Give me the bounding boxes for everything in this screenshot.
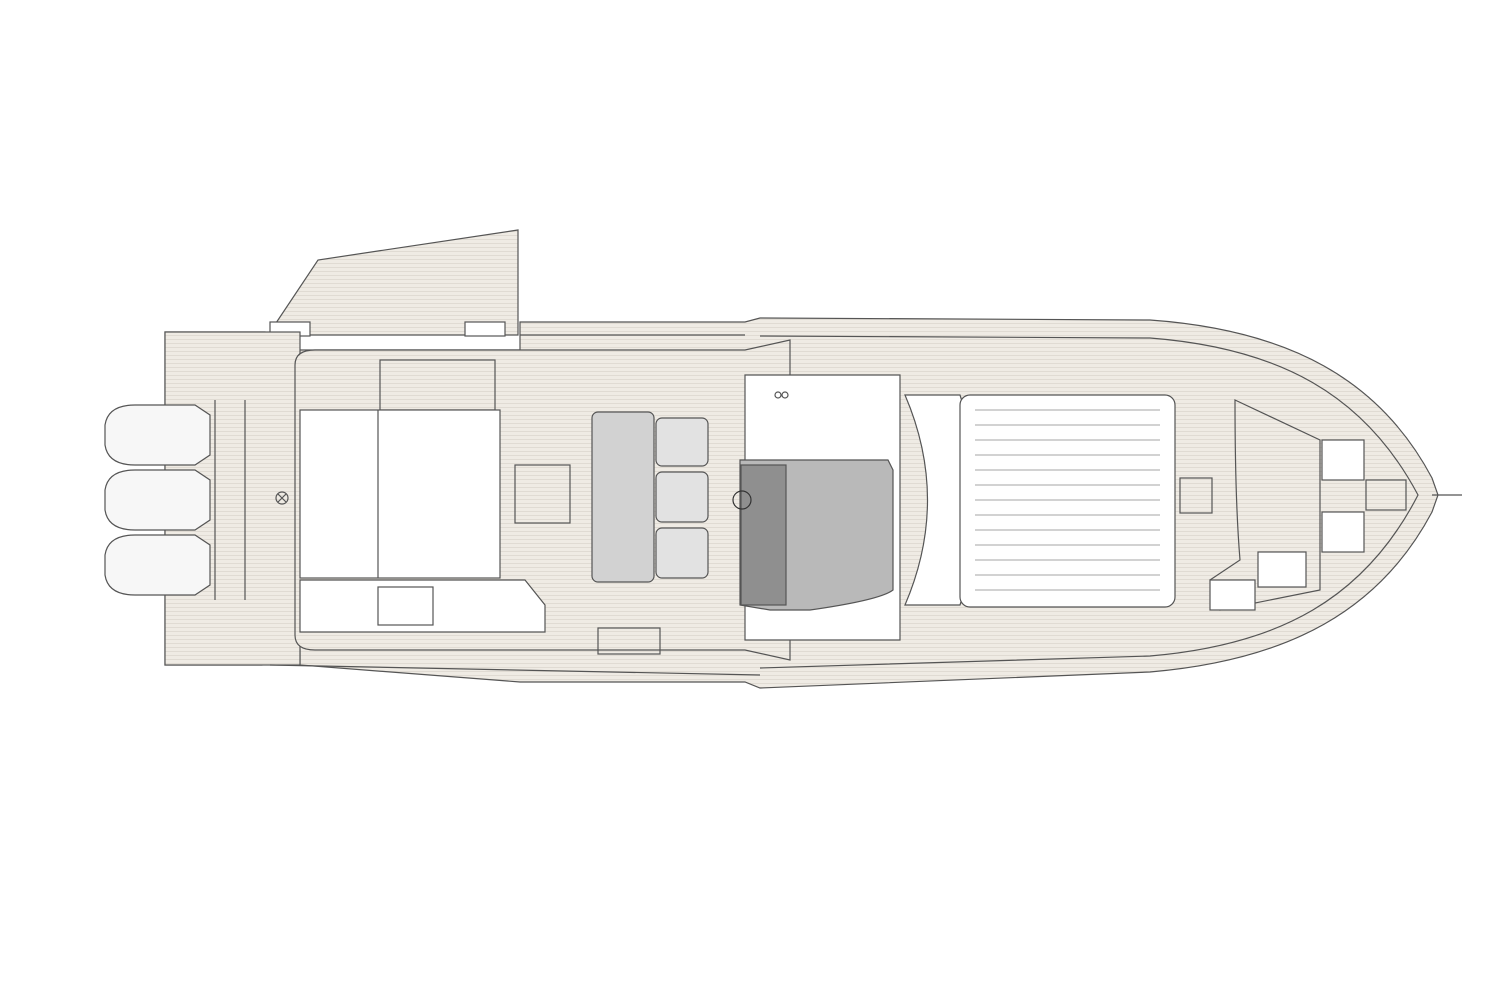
helm-seat bbox=[655, 471, 709, 523]
outboard-engine bbox=[104, 534, 211, 596]
steering-wheel-icon bbox=[732, 490, 752, 510]
foredeck-sunpad bbox=[959, 394, 1176, 608]
helm-seat bbox=[655, 527, 709, 579]
platform-hinge-right bbox=[464, 321, 506, 337]
sink bbox=[377, 586, 434, 626]
bow-locker bbox=[1321, 511, 1365, 553]
helm-seating bbox=[591, 411, 709, 583]
floor-hatch bbox=[514, 464, 571, 524]
side-step bbox=[597, 627, 661, 655]
sunpad-slats bbox=[975, 409, 1160, 591]
dashboard bbox=[740, 464, 787, 606]
bow-locker bbox=[1321, 439, 1365, 481]
outboard-engine bbox=[104, 404, 211, 466]
anchor-locker bbox=[1365, 479, 1407, 511]
outboard-engine bbox=[104, 469, 211, 531]
aft-galley bbox=[299, 579, 546, 633]
fold-out-platform bbox=[266, 229, 519, 336]
bow-storage bbox=[1257, 551, 1307, 588]
bow-storage bbox=[1209, 579, 1256, 611]
hull-gunwale-inner bbox=[759, 335, 1419, 669]
outboard-engines bbox=[104, 404, 211, 596]
fore-hatch bbox=[1179, 477, 1213, 514]
seat-backrest-bench bbox=[591, 411, 655, 583]
aft-sunpad bbox=[299, 409, 501, 579]
drain-icon bbox=[275, 491, 289, 505]
helm-seat bbox=[655, 417, 709, 467]
